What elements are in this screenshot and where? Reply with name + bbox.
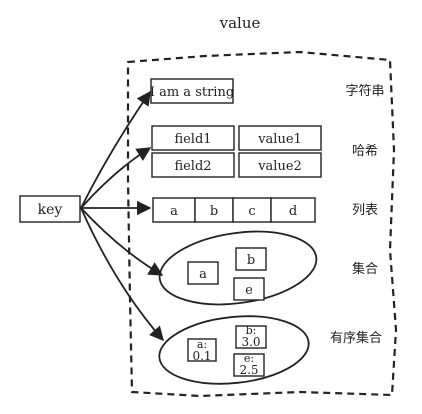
key-box [19, 195, 81, 223]
list-item-label: c [248, 204, 255, 219]
set-member-label: e [245, 283, 253, 298]
list-item [152, 197, 196, 223]
list-item [194, 197, 234, 223]
list-item-label: b [210, 204, 218, 219]
set-member-label: a [199, 267, 207, 282]
zset-member-score: 3.0 [241, 335, 260, 349]
list-item [270, 197, 316, 223]
hash-field-label: field1 [174, 132, 211, 147]
zset-outline [158, 315, 310, 385]
string-box [150, 78, 234, 104]
set-outline [158, 230, 318, 306]
hash-value-cell [238, 152, 322, 178]
zset-member [233, 353, 265, 377]
zset-member-score: 2.5 [239, 363, 258, 377]
value-title: value [219, 14, 261, 32]
zset-member-name: e: [244, 352, 254, 365]
set-member [187, 261, 219, 285]
arrow-to-string [80, 90, 151, 209]
set-member-label: b [247, 253, 255, 268]
set-member [235, 247, 267, 271]
list-item-label: a [170, 204, 178, 219]
zset-member-score: 0.1 [192, 349, 211, 363]
hash-table: field1 value1 field2 value2 [151, 125, 322, 178]
arrow-to-hash [80, 147, 152, 209]
string-type-label: 字符串 [345, 83, 384, 99]
set-member [233, 277, 265, 301]
set-type-label: 集合 [352, 261, 378, 277]
value-container [126, 50, 398, 398]
list-item-label: d [289, 204, 297, 219]
zset-type-label: 有序集合 [330, 330, 382, 346]
zset-member-name: a: [197, 338, 207, 351]
hash-type-label: 哈希 [352, 144, 378, 159]
key-label: key [38, 202, 63, 218]
list-item [232, 197, 272, 223]
arrow-to-zset [80, 207, 164, 342]
hash-value-label: value1 [257, 132, 302, 147]
hash-field-cell [151, 125, 235, 151]
zset-member [187, 338, 217, 362]
hash-field-cell [151, 152, 235, 178]
hash-field-label: field2 [174, 159, 211, 174]
zset-member-name: b: [246, 324, 257, 337]
zset-member [235, 325, 267, 349]
string-value: I am a string [150, 85, 234, 100]
list-type-label: 列表 [352, 203, 378, 218]
list-items: a b c d [152, 197, 316, 223]
arrow-to-set [80, 207, 164, 276]
hash-value-label: value2 [257, 159, 302, 174]
hash-value-cell [238, 125, 322, 151]
